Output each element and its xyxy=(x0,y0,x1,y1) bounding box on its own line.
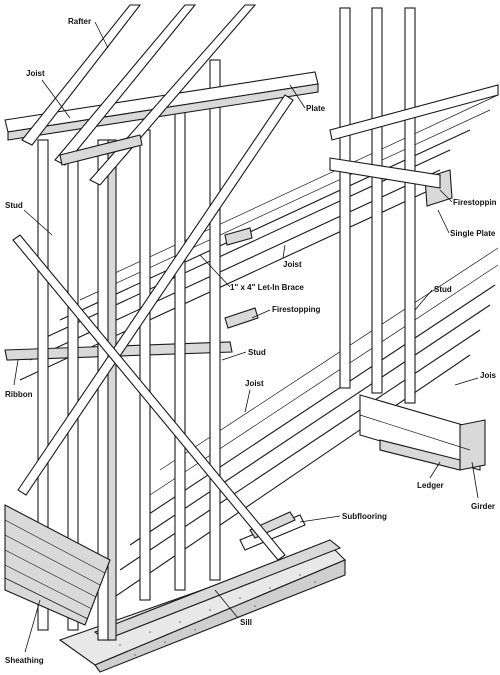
label-let-in-brace: 1" x 4" Let-In Brace xyxy=(199,254,304,292)
svg-text:Stud: Stud xyxy=(5,201,23,210)
label-stud-mid: Stud xyxy=(221,348,266,361)
label-sheathing: Sheathing xyxy=(5,599,44,665)
label-firestopping-mid: Firestopping xyxy=(251,305,321,319)
svg-text:Girder: Girder xyxy=(471,502,495,511)
label-stud-right: Stud xyxy=(414,285,452,311)
label-joist-top: Joist xyxy=(26,69,71,119)
svg-text:1" x 4" Let-In Brace: 1" x 4" Let-In Brace xyxy=(230,283,304,292)
svg-text:Joist: Joist xyxy=(26,69,45,78)
svg-text:Joist: Joist xyxy=(245,379,264,388)
girder xyxy=(359,394,486,471)
label-stud-left: Stud xyxy=(5,201,53,236)
svg-text:Stud: Stud xyxy=(434,285,452,294)
single-plate xyxy=(329,157,441,189)
label-girder: Girder xyxy=(471,461,495,511)
svg-text:Plate: Plate xyxy=(306,104,326,113)
label-ledger: Ledger xyxy=(417,461,444,490)
svg-text:Firestopping: Firestopping xyxy=(272,305,321,314)
label-single-plate: Single Plate xyxy=(437,209,496,238)
label-firestopping-right: Firestoppin xyxy=(439,189,497,207)
let-in-brace xyxy=(12,94,294,561)
svg-text:Subflooring: Subflooring xyxy=(342,512,387,521)
svg-text:Joist: Joist xyxy=(283,260,302,269)
rafters xyxy=(21,4,257,186)
svg-text:Sill: Sill xyxy=(240,618,252,627)
label-joist-lower: Joist xyxy=(244,379,264,413)
svg-text:Jois: Jois xyxy=(480,371,497,380)
label-subflooring: Subflooring xyxy=(299,512,387,523)
studs-right-wall xyxy=(339,7,416,404)
svg-text:Sheathing: Sheathing xyxy=(5,656,44,665)
label-sill: Sill xyxy=(214,589,252,627)
svg-text:Ledger: Ledger xyxy=(417,481,444,490)
studs-left-wall xyxy=(37,59,221,641)
svg-text:Single Plate: Single Plate xyxy=(450,229,496,238)
svg-text:Stud: Stud xyxy=(248,348,266,357)
sheathing xyxy=(4,504,111,626)
label-plate: Plate xyxy=(289,84,326,113)
svg-text:Rafter: Rafter xyxy=(68,17,91,26)
svg-text:Ribbon: Ribbon xyxy=(5,390,33,399)
firestopping-blocks xyxy=(224,169,453,329)
label-joist-mid: Joist xyxy=(282,244,302,269)
label-rafter: Rafter xyxy=(68,17,109,49)
label-ribbon: Ribbon xyxy=(5,359,33,399)
svg-text:Firestoppin: Firestoppin xyxy=(453,198,497,207)
label-joist-far-right: Jois xyxy=(454,371,497,386)
